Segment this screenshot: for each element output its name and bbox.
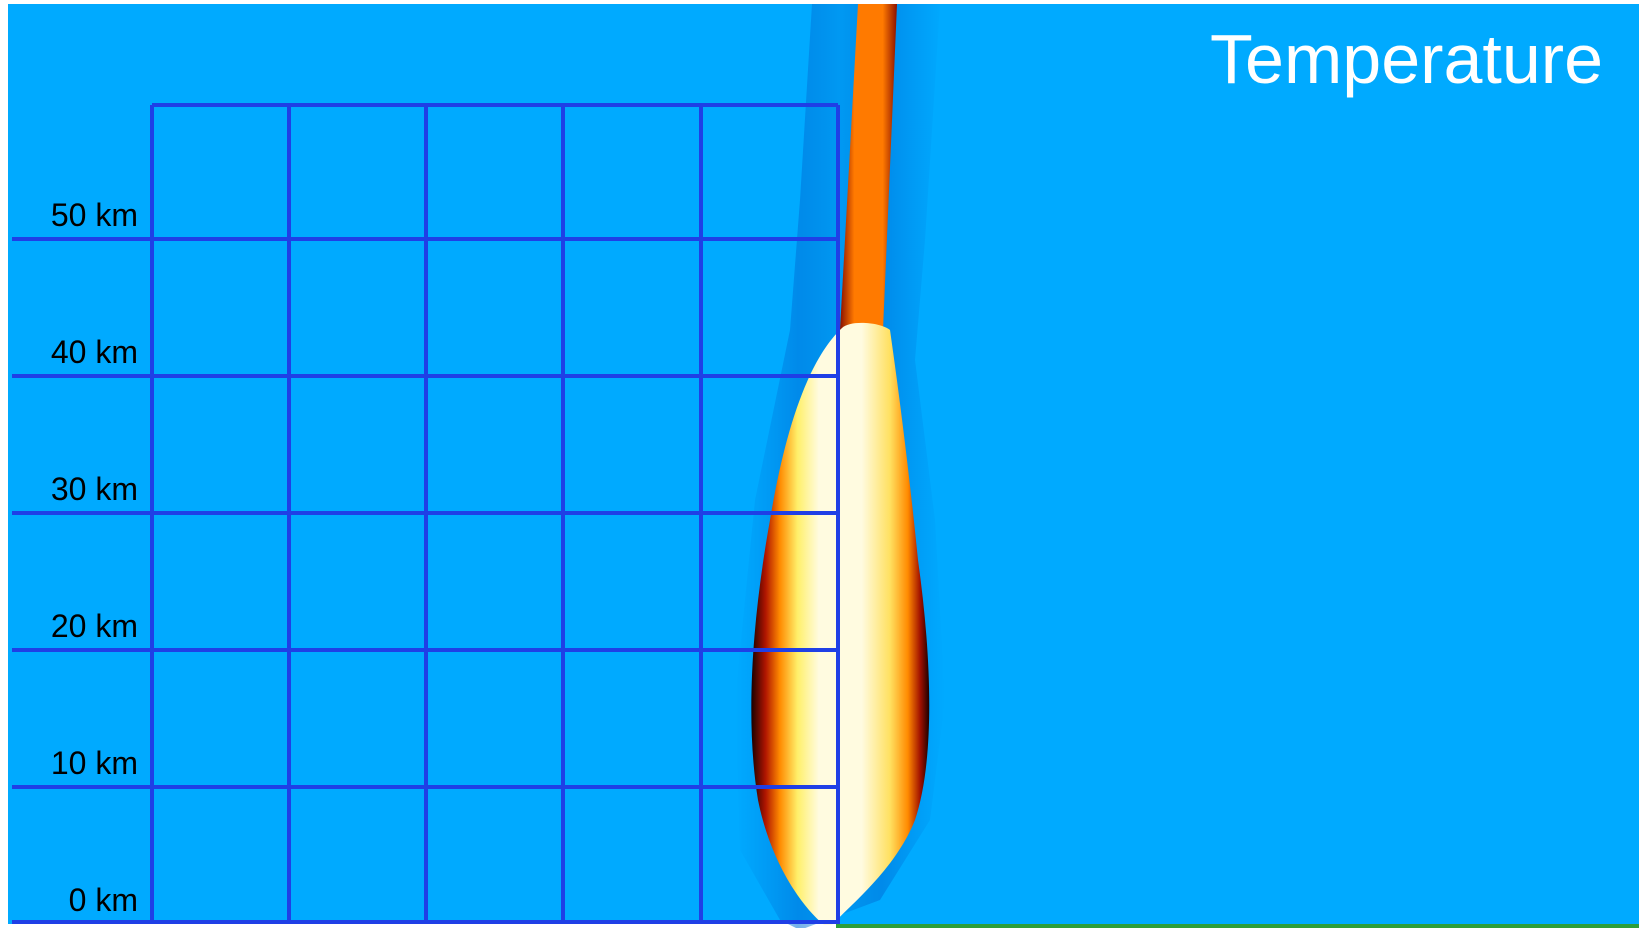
ground-line: [836, 924, 1639, 928]
altitude-label-10km: 10 km: [50, 745, 138, 781]
altitude-grid: [12, 103, 840, 924]
altitude-label-20km: 20 km: [50, 608, 138, 644]
jet: [840, 4, 897, 330]
altitude-label-0km: 0 km: [68, 882, 138, 918]
title: Temperature: [1210, 20, 1603, 98]
plume-body: [751, 322, 930, 925]
altitude-label-30km: 30 km: [50, 471, 138, 507]
altitude-label-50km: 50 km: [50, 197, 138, 233]
altitude-label-40km: 40 km: [50, 334, 138, 370]
